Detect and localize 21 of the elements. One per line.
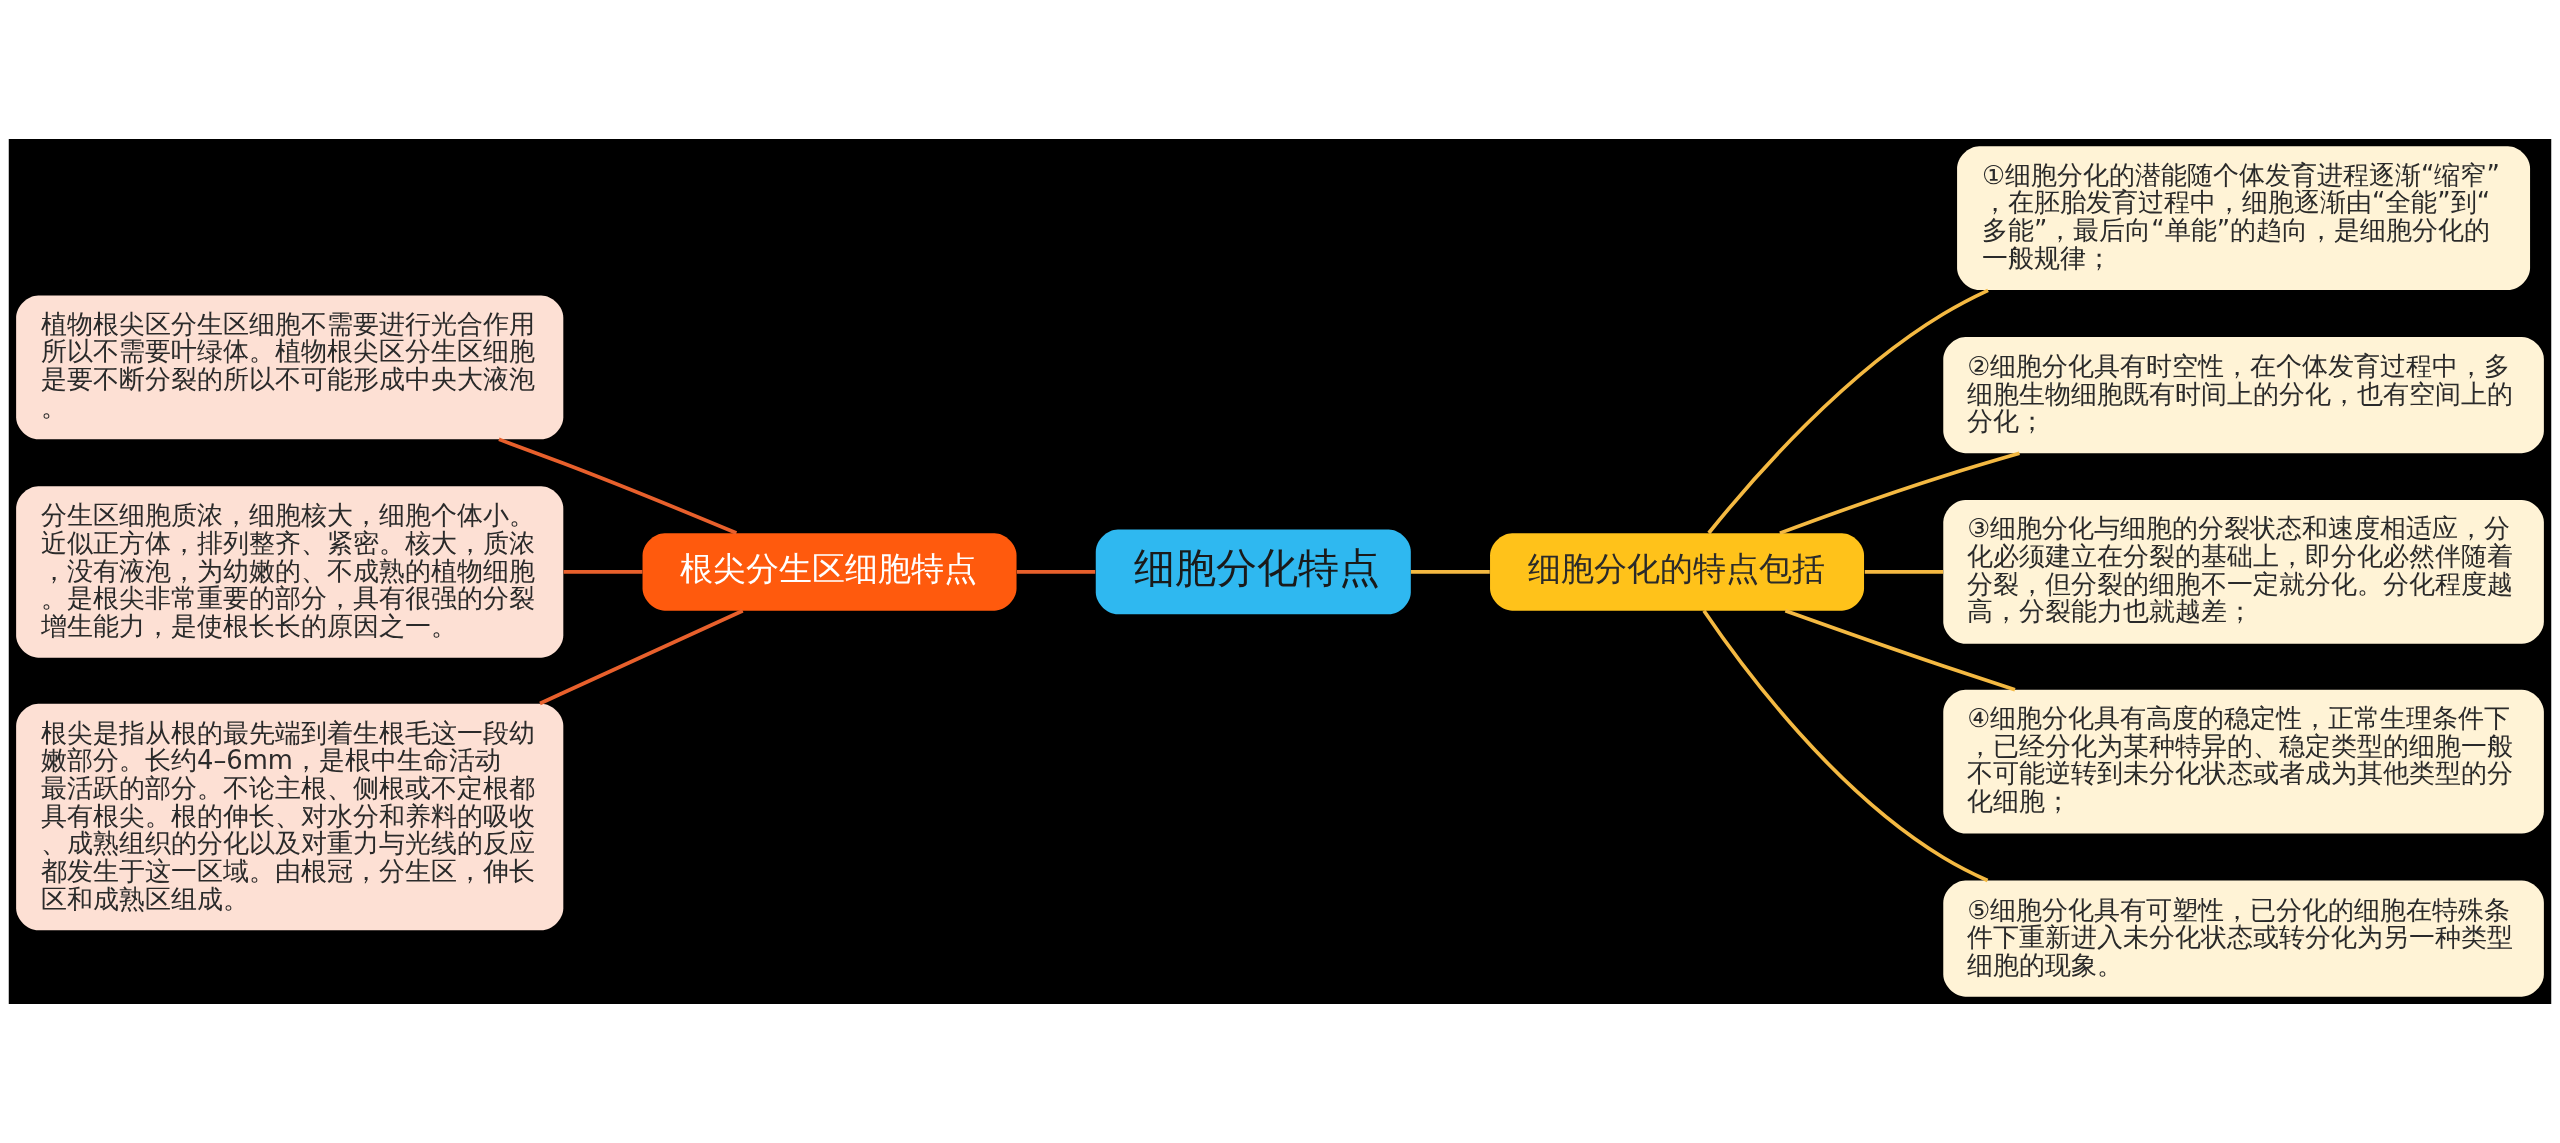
node-box: ③细胞分化与细胞的分裂状态和速度相适应，分化必须建立在分裂的基础上，即分化必然伴随着分裂，但分裂的细胞不一定就分化。分化程度越高，分裂能力也就越差；	[1943, 500, 2544, 644]
connector	[1784, 608, 2016, 692]
node-box: ②细胞分化具有时空性，在个体发育过程中，多细胞生物细胞既有时间上的分化，也有空间上的分化；	[1943, 337, 2544, 454]
node-box: 植物根尖区分生区细胞不需要进行光合作用所以不需要叶绿体。植物根尖区分生区细胞是要不断分裂的所以不可能形成中央大液泡。	[16, 295, 564, 440]
node-box: 分生区细胞质浓，细胞核大，细胞个体小。近似正方体，排列整齐、紧密。核大，质浓，没有液泡，为幼嫩的、不成熟的植物细胞。是根尖非常重要的部分，具有很强的分裂增生能力，是使根长长的原因之一。	[16, 486, 564, 658]
node-box: ⑤细胞分化具有可塑性，已分化的细胞在特殊条件下重新进入未分化状态或转分化为另一种类型细胞的现象。	[1943, 880, 2544, 997]
node-box: 细胞分化特点	[1095, 529, 1411, 615]
connector	[1410, 570, 1490, 574]
node-box: ④细胞分化具有高度的稳定性，正常生理条件下，已经分化为某种特异的、稳定类型的细胞一般不可能逆转到未分化状态或者成为其他类型的分化细胞；	[1943, 689, 2544, 834]
connector	[539, 609, 744, 706]
connector	[498, 437, 738, 535]
connector	[563, 570, 643, 574]
connector	[1707, 288, 1989, 535]
connector	[1779, 451, 2020, 535]
node-box: 根尖是指从根的最先端到着生根毛这一段幼嫩部分。长约4–6mm，是根中生命活动最活跃的部分。不论主根、侧根或不定根都具有根尖。根的伸长、对水分和养料的吸收、成熟组织的分化以及对重力与光线的反应都发生于这一区域。由根冠，分生区，伸长区和成熟区组成。	[16, 703, 564, 931]
node-box: 根尖分生区细胞特点	[642, 533, 1017, 611]
connector	[1016, 570, 1096, 574]
node-box: ①细胞分化的潜能随个体发育进程逐渐“缩窄”，在胚胎发育过程中，细胞逐渐由“全能”到“多能”，最后向“单能”的趋向，是细胞分化的一般规律；	[1957, 146, 2531, 291]
node-box: 细胞分化的特点包括	[1490, 533, 1865, 611]
connector	[1702, 609, 1989, 883]
connector	[1864, 570, 1944, 574]
